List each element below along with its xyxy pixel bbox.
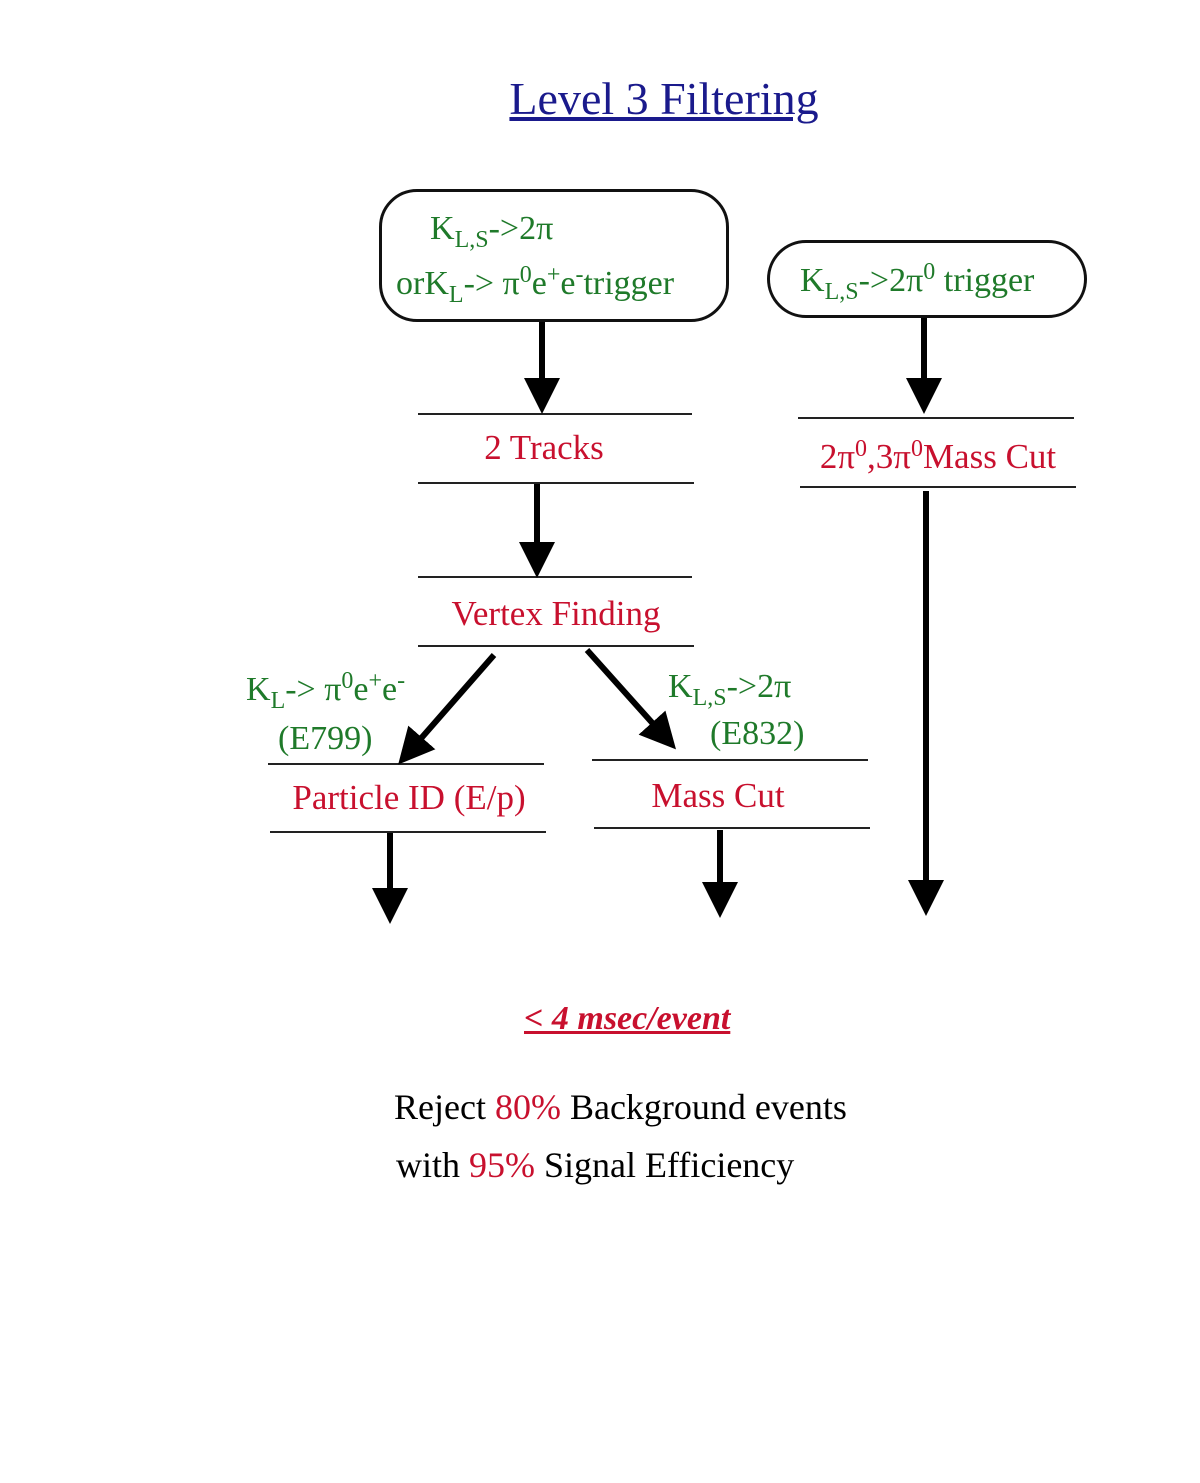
vertex-top-line [418,576,692,578]
trigger-line-2: orKL-> π0e+e-trigger [396,262,675,308]
branch-label-e799-decay: KL-> π0e+e- [246,668,406,714]
arrow-vertex-to-pid [398,653,497,765]
mass-cut-bottom-line [594,827,870,829]
pi0-mass-bottom-line [800,486,1076,488]
tracks-top-line [418,413,692,415]
mass-cut-top-line [592,759,868,761]
trigger-box-neutral: KL,S->2π0 trigger [767,240,1087,318]
step-mass-cut: Mass Cut [651,776,785,815]
step-two-tracks: 2 Tracks [484,428,604,467]
step-particle-id: Particle ID (E/p) [292,778,526,817]
summary-line-2: with 95% Signal Efficiency [396,1145,795,1185]
branch-label-e799: (E799) [278,720,373,757]
step-pi0-mass-cut: 2π0,3π0Mass Cut [819,436,1057,476]
timing-note: < 4 msec/event [524,1000,731,1037]
pi0-mass-top-line [798,417,1074,419]
pid-bottom-line [270,831,546,833]
trigger-neutral-label: KL,S->2π0 trigger [800,259,1035,305]
arrow-vertex-to-mass-cut [584,647,677,750]
vertex-bottom-line [418,645,694,647]
trigger-box-charged: KL,S->2π orKL-> π0e+e-trigger [379,189,729,322]
summary-line-1: Reject 80% Background events [394,1087,847,1127]
branch-label-e832-decay: KL,S->2π [668,668,792,711]
step-vertex-finding: Vertex Finding [451,594,661,633]
trigger-line-1: KL,S->2π [430,210,554,253]
tracks-bottom-line [418,482,694,484]
page-title: Level 3 Filtering [509,73,819,124]
branch-label-e832: (E832) [710,715,805,752]
